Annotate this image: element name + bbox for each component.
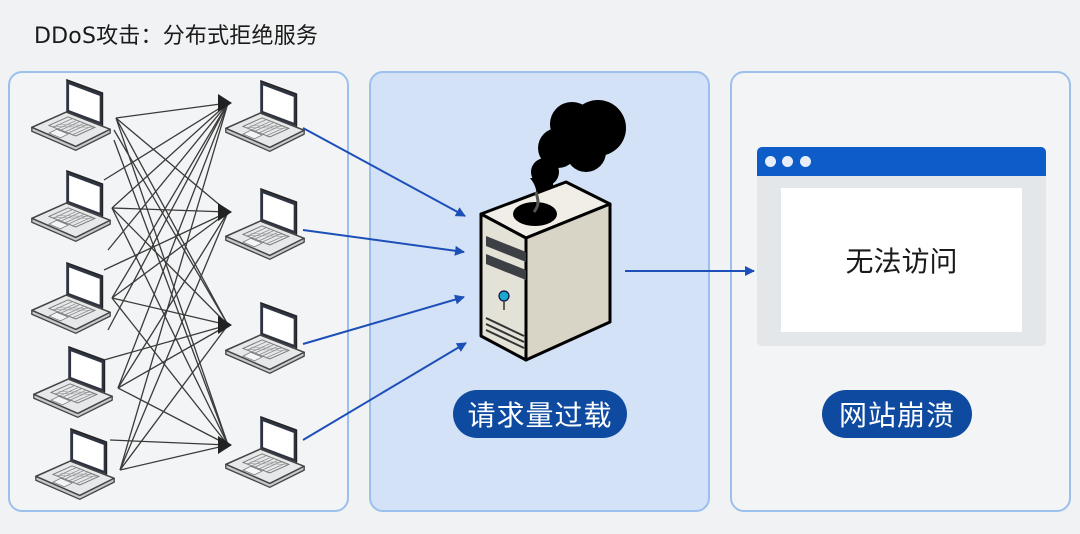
laptop-icon	[31, 169, 111, 243]
arrowhead-icon	[218, 203, 232, 221]
attack-line	[117, 102, 229, 389]
attack-line	[119, 102, 229, 471]
attack-line	[117, 211, 229, 389]
server-smoking-icon	[479, 100, 626, 362]
attack-line	[111, 102, 229, 209]
attack-line	[111, 102, 229, 299]
window-dot-icon	[782, 156, 793, 167]
overload-badge: 请求量过载	[453, 390, 627, 438]
browser-error-message: 无法访问	[781, 188, 1022, 332]
attack-line	[113, 139, 229, 446]
browser-title-bar	[757, 147, 1046, 176]
attack-line	[115, 117, 229, 446]
arrow-to-server	[302, 294, 465, 345]
attack-line	[115, 102, 229, 119]
arrow-to-server	[302, 342, 467, 441]
arrow-to-server	[302, 127, 466, 217]
arrowhead-icon	[218, 316, 232, 334]
website-crash-badge: 网站崩溃	[822, 390, 972, 438]
attack-line	[111, 297, 229, 326]
laptop-icon	[33, 345, 113, 419]
window-dot-icon	[765, 156, 776, 167]
arrowhead-icon	[218, 94, 232, 112]
laptop-icon	[31, 78, 111, 152]
attack-line	[111, 207, 229, 326]
attack-line	[115, 117, 229, 326]
attack-line	[109, 439, 229, 446]
attack-line	[111, 207, 229, 446]
laptop-icon	[225, 79, 305, 153]
laptop-icon	[31, 261, 111, 335]
attack-line	[111, 297, 229, 446]
attack-line	[113, 129, 229, 326]
attack-mesh-lines	[103, 94, 232, 471]
browser-window: 无法访问	[757, 147, 1046, 346]
page-title: DDoS攻击：分布式拒绝服务	[34, 24, 319, 49]
arrow-to-server	[302, 229, 465, 256]
attack-line	[107, 102, 229, 331]
zombie-laptops	[225, 79, 305, 489]
attack-line	[119, 324, 229, 471]
laptop-icon	[225, 301, 305, 375]
attack-line	[115, 117, 229, 213]
laptop-icon	[225, 187, 305, 261]
attack-line	[107, 102, 229, 251]
attack-line	[103, 324, 229, 361]
laptop-icon	[35, 427, 115, 501]
window-dot-icon	[800, 156, 811, 167]
attack-line	[117, 387, 229, 446]
traffic-arrows	[302, 127, 755, 441]
attacker-laptops	[31, 78, 115, 501]
attack-line	[117, 324, 229, 389]
attack-line	[111, 207, 229, 213]
attack-line	[103, 211, 229, 271]
arrowhead-icon	[218, 436, 232, 454]
attack-line	[119, 444, 229, 471]
attack-line	[119, 211, 229, 471]
laptop-icon	[225, 415, 305, 489]
